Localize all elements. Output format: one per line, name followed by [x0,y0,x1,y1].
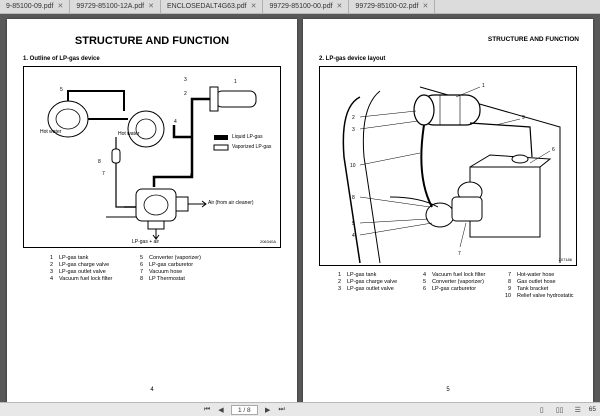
figure-code: 207186 [558,257,572,262]
section-title: 1. Outline of LP-gas device [23,56,100,62]
close-icon[interactable]: ✕ [422,3,429,10]
svg-text:8: 8 [352,195,355,201]
svg-text:5: 5 [352,221,355,227]
list-item [335,293,420,299]
two-page-icon[interactable]: ▯▯ [555,406,564,414]
page-title: STRUCTURE AND FUNCTION [74,35,230,47]
view-controls: ▯ ▯▯ ☰ 65 [535,404,600,416]
hot-water-label: Hot water [118,131,140,137]
svg-text:3: 3 [352,127,355,133]
layout-drawing: 2 3 10 8 5 4 1 9 6 7 [342,83,561,264]
last-page-icon[interactable]: ⏭ [278,405,285,413]
page-4: STRUCTURE AND FUNCTION 1. Outline of LP-… [7,19,297,403]
section-title: 2. LP-gas device layout [319,56,386,62]
first-page-icon[interactable]: ⏮ [203,405,211,413]
svg-text:1: 1 [482,83,485,89]
document-viewer[interactable]: STRUCTURE AND FUNCTION 1. Outline of LP-… [0,14,600,403]
hot-water-label: Hot water [40,129,62,135]
prev-page-icon[interactable]: ◀ [218,406,224,414]
figure-code: 206340A [259,239,276,244]
legend-vaporized-label: Vaporized LP-gas [232,144,272,150]
svg-text:6: 6 [552,147,555,153]
svg-text:4: 4 [352,233,355,239]
svg-text:2: 2 [184,91,187,97]
close-icon[interactable]: ✕ [148,3,154,10]
svg-text:9: 9 [522,115,525,121]
page-number: 5 [446,387,450,393]
tab-4[interactable]: 99729-85100-02.pdf✕ [349,0,436,13]
svg-text:3: 3 [184,77,187,83]
schematic-drawing: 1 3 2 4 5 8 7 6 [47,77,257,240]
page-number: 4 [150,387,154,393]
status-bar: ⏮ ◀ 1 / 8 ▶ ⏭ ▯ ▯▯ ☰ 65 [0,402,600,416]
lp-gas-layout-diagram: 2 3 10 8 5 4 1 9 6 7 207186 [319,66,577,266]
svg-text:8: 8 [98,159,101,165]
lp-gas-outline-diagram: 1 3 2 4 5 8 7 6 Hot water Hot water Liqu… [23,66,281,248]
svg-text:5: 5 [60,87,63,93]
svg-text:7: 7 [102,171,105,177]
page-navigation: ⏮ ◀ 1 / 8 ▶ ⏭ [200,404,289,416]
svg-text:7: 7 [458,251,461,257]
page-5: STRUCTURE AND FUNCTION 2. LP-gas device … [303,19,593,403]
svg-text:1: 1 [234,79,237,85]
page-header: STRUCTURE AND FUNCTION [487,36,579,43]
next-page-icon[interactable]: ▶ [264,406,271,414]
tab-bar: 9-85100-09.pdf✕ 99729-85100-12A.pdf✕ ENC… [0,0,600,14]
air-label: Air (from air cleaner) [208,200,254,206]
list-item [420,293,505,299]
page-indicator-input[interactable]: 1 / 8 [231,404,258,415]
svg-text:6: 6 [190,173,193,179]
svg-text:10: 10 [350,163,356,169]
zoom-level[interactable]: 65 [588,406,596,413]
legend-liquid-label: Liquid LP-gas [232,134,263,140]
close-icon[interactable]: ✕ [336,3,343,10]
svg-text:2: 2 [352,115,355,121]
tab-3[interactable]: 99729-85100-00.pdf✕ [263,0,350,13]
close-icon[interactable]: ✕ [57,3,64,10]
continuous-icon[interactable]: ☰ [574,406,581,414]
tab-0[interactable]: 9-85100-09.pdf✕ [0,0,71,13]
tab-1[interactable]: 99729-85100-12A.pdf✕ [70,0,161,13]
tab-2[interactable]: ENCLOSEDALT4G63.pdf✕ [161,0,264,13]
svg-text:4: 4 [174,119,177,125]
close-icon[interactable]: ✕ [250,3,257,10]
single-page-icon[interactable]: ▯ [539,406,544,414]
mix-label: LP-gas + air [132,239,160,245]
